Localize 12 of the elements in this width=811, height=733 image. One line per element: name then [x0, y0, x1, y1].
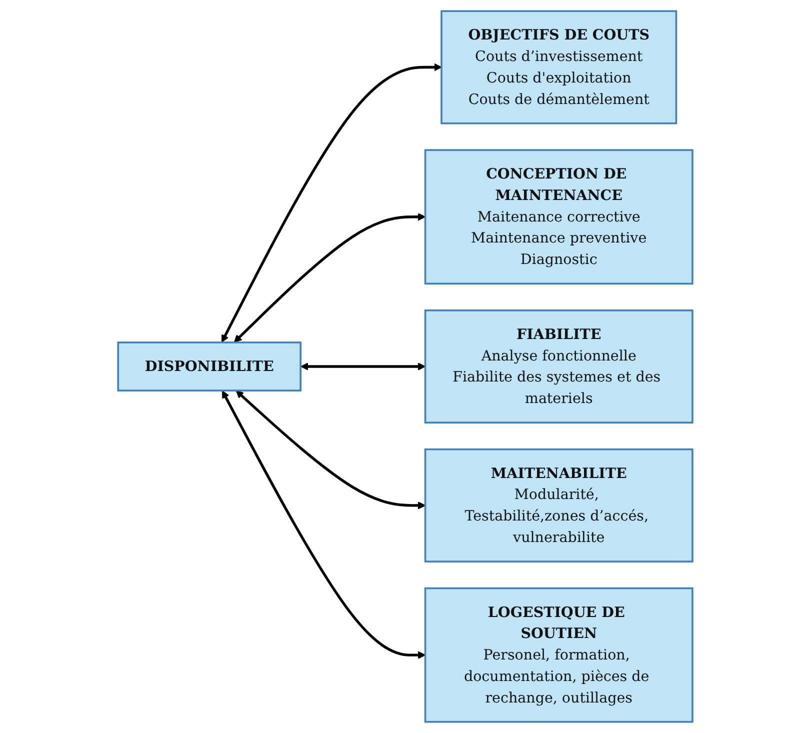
node-box [424, 310, 694, 424]
arrow [222, 390, 426, 659]
diagram: DISPONIBILITE OBJECTIFS DE COUTS Couts d’investissement Couts d'exploitation Couts de démantèlement CONCEPTION DE MAINTENANCE Maitenance corrective Maintenance preventive Diagnostic FIABILITE Analyse fonctionnelle Fiabilite des systemes et des materiels MAITENABILITE Modularité, Testabilité,zones d’accés, vulnerabilite LOGESTIQUE DE SOUTIEN Personel, formation, documentation, pièces de rechange, outillages [111, 4, 700, 729]
arrow [222, 63, 442, 342]
arrow [300, 362, 426, 370]
arrow [236, 390, 426, 510]
arrow [234, 212, 426, 343]
node-box [424, 587, 694, 723]
node-box [117, 342, 302, 392]
node-box [440, 10, 678, 124]
node-box [424, 448, 694, 562]
node-box [424, 149, 694, 285]
